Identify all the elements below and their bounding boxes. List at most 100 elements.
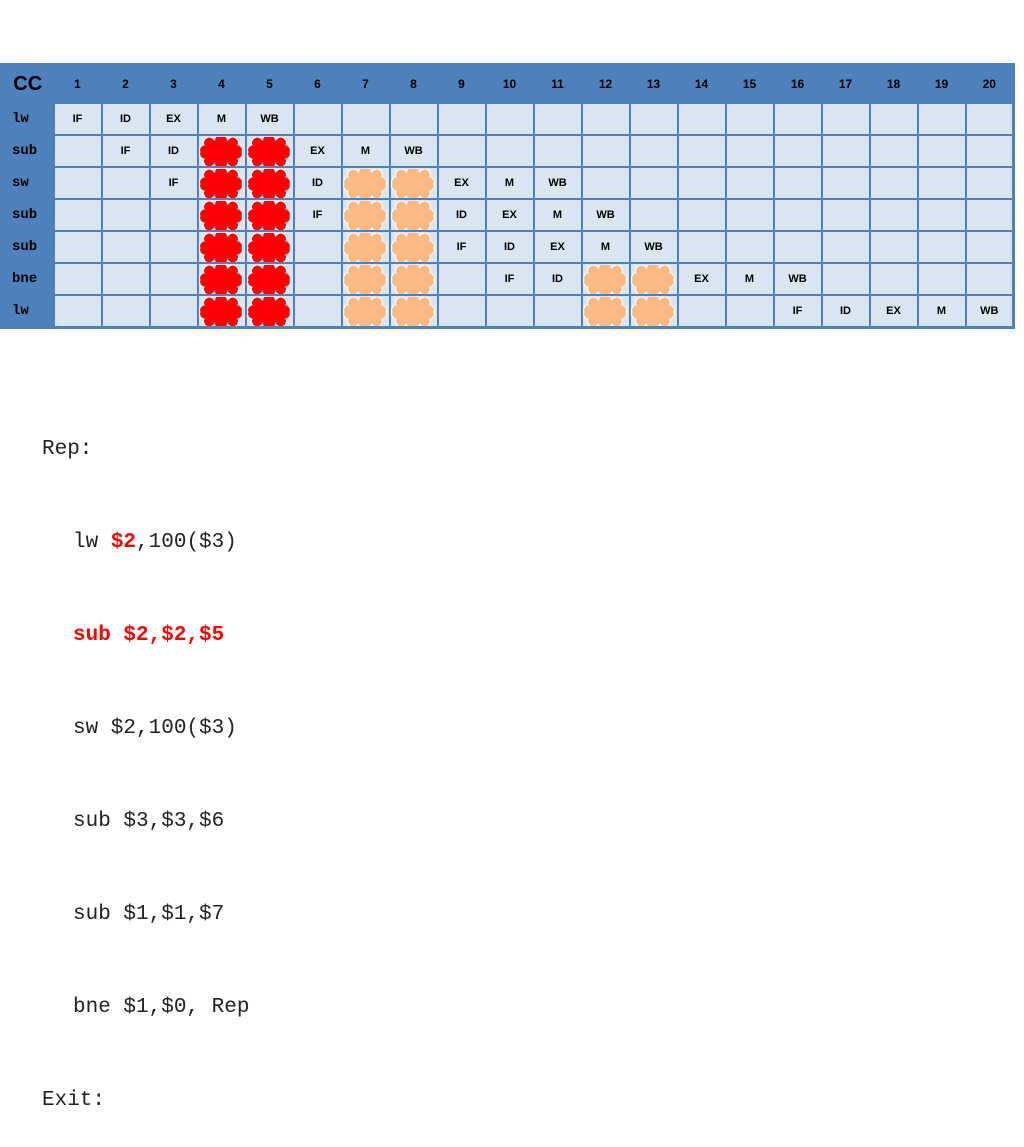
stall-bubble-red — [247, 137, 291, 165]
code-line-3: sw $2,100($3) — [73, 717, 237, 740]
empty-cell — [676, 102, 727, 136]
empty-cell — [676, 134, 727, 168]
stall-bubble-orange — [391, 233, 435, 261]
empty-cell — [964, 134, 1015, 168]
instruction-label: lw — [0, 102, 55, 136]
empty-cell — [148, 294, 199, 328]
empty-cell — [772, 166, 823, 200]
instruction-label: sub — [0, 230, 55, 264]
stall-cell — [196, 262, 247, 296]
stage-cell: ID — [292, 166, 343, 200]
stage-cell: EX — [292, 134, 343, 168]
cycle-header-11: 11 — [532, 63, 583, 104]
cycle-header-1: 1 — [52, 63, 103, 104]
code-line-1-op: lw — [73, 531, 111, 554]
code-line-1-reg: $2 — [110, 531, 137, 554]
stage-cell: EX — [532, 230, 583, 264]
empty-cell — [772, 102, 823, 136]
stall-bubble-red — [199, 297, 243, 325]
code-line-1-rest: ,100($3) — [136, 531, 237, 554]
empty-cell — [964, 198, 1015, 232]
empty-cell — [724, 134, 775, 168]
stage-cell: ID — [532, 262, 583, 296]
stall-cell — [244, 134, 295, 168]
stall-cell — [340, 294, 391, 328]
stall-bubble-orange — [631, 265, 675, 293]
cycle-header-13: 13 — [628, 63, 679, 104]
empty-cell — [580, 102, 631, 136]
empty-cell — [868, 166, 919, 200]
empty-cell — [868, 262, 919, 296]
stage-cell: EX — [868, 294, 919, 328]
empty-cell — [964, 166, 1015, 200]
stall-bubble-red — [199, 233, 243, 261]
empty-cell — [580, 166, 631, 200]
stall-cell — [340, 230, 391, 264]
stage-cell: ID — [484, 230, 535, 264]
stage-cell: ID — [820, 294, 871, 328]
cycle-header-20: 20 — [964, 63, 1015, 104]
empty-cell — [292, 102, 343, 136]
stage-cell: WB — [388, 134, 439, 168]
stall-cell — [388, 230, 439, 264]
stage-cell: M — [340, 134, 391, 168]
stall-bubble-red — [199, 169, 243, 197]
stall-cell — [388, 262, 439, 296]
empty-cell — [292, 230, 343, 264]
instruction-label: sw — [0, 166, 55, 200]
stall-bubble-red — [247, 297, 291, 325]
cycle-header-3: 3 — [148, 63, 199, 104]
empty-cell — [820, 102, 871, 136]
instruction-label: sub — [0, 198, 55, 232]
stage-cell: ID — [148, 134, 199, 168]
empty-cell — [724, 198, 775, 232]
stage-cell: WB — [772, 262, 823, 296]
empty-cell — [52, 230, 103, 264]
stall-cell — [244, 262, 295, 296]
empty-cell — [100, 294, 151, 328]
empty-cell — [772, 230, 823, 264]
cycle-header-19: 19 — [916, 63, 967, 104]
stage-cell: EX — [436, 166, 487, 200]
stall-bubble-orange — [583, 265, 627, 293]
stage-cell: M — [916, 294, 967, 328]
empty-cell — [916, 262, 967, 296]
stage-cell: WB — [628, 230, 679, 264]
empty-cell — [820, 262, 871, 296]
empty-cell — [100, 198, 151, 232]
empty-cell — [724, 230, 775, 264]
empty-cell — [532, 102, 583, 136]
stall-bubble-red — [199, 201, 243, 229]
stall-bubble-orange — [391, 201, 435, 229]
stall-cell — [196, 230, 247, 264]
empty-cell — [52, 198, 103, 232]
empty-cell — [52, 262, 103, 296]
empty-cell — [868, 230, 919, 264]
stall-cell — [244, 198, 295, 232]
empty-cell — [820, 230, 871, 264]
empty-cell — [724, 166, 775, 200]
empty-cell — [100, 166, 151, 200]
stall-cell — [628, 262, 679, 296]
empty-cell — [484, 134, 535, 168]
cc-header: CC — [0, 63, 55, 104]
empty-cell — [436, 102, 487, 136]
code-label-exit: Exit: — [42, 1089, 106, 1112]
stall-bubble-red — [247, 233, 291, 261]
stall-cell — [196, 134, 247, 168]
stall-cell — [244, 166, 295, 200]
stall-cell — [196, 166, 247, 200]
empty-cell — [916, 198, 967, 232]
stall-bubble-orange — [631, 297, 675, 325]
stall-cell — [244, 294, 295, 328]
empty-cell — [292, 294, 343, 328]
code-line-4: sub $3,$3,$6 — [73, 810, 225, 833]
empty-cell — [820, 166, 871, 200]
stall-cell — [388, 166, 439, 200]
empty-cell — [964, 230, 1015, 264]
cycle-header-8: 8 — [388, 63, 439, 104]
cycle-header-14: 14 — [676, 63, 727, 104]
stage-cell: IF — [772, 294, 823, 328]
cycle-header-2: 2 — [100, 63, 151, 104]
